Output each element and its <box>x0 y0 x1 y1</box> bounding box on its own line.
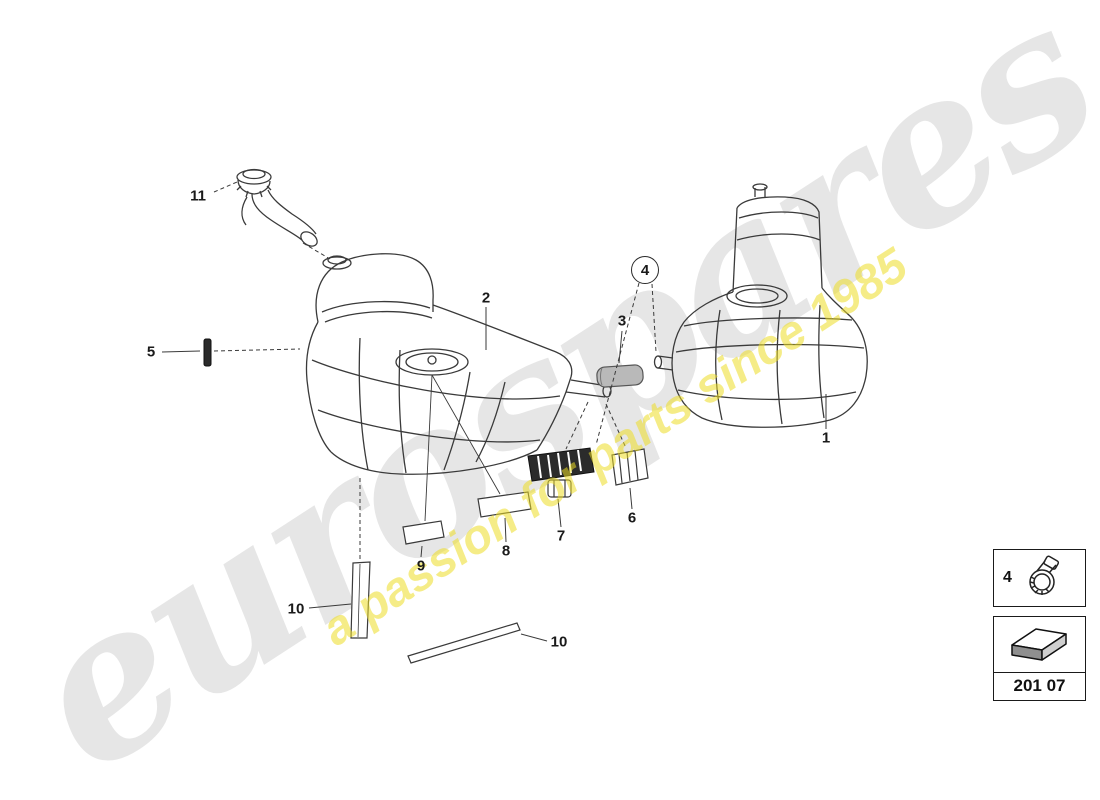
leader-lines <box>161 307 827 642</box>
seal-strip-part-9-drawing <box>402 520 445 545</box>
seal-strip-part-10-left-drawing <box>350 561 371 639</box>
slatted-heat-shield-drawing <box>527 447 595 482</box>
callout-8[interactable]: 8 <box>501 542 511 560</box>
callout-11[interactable]: 11 <box>190 187 206 205</box>
callout-7[interactable]: 7 <box>556 527 566 545</box>
legend-clamp-number: 4 <box>1003 569 1012 586</box>
fuel-tank-right-drawing <box>653 183 868 428</box>
direction-arrow-icon <box>994 617 1085 672</box>
seal-strip-part-8-drawing <box>477 491 532 518</box>
callout-10-left[interactable]: 10 <box>287 600 305 618</box>
grommet-part-5-drawing <box>203 338 212 367</box>
callout-10-bottom[interactable]: 10 <box>550 633 568 651</box>
callout-4-circled[interactable]: 4 <box>631 256 659 284</box>
callout-9[interactable]: 9 <box>416 557 426 575</box>
section-code: 201 07 <box>994 672 1085 700</box>
bracket-part-6-drawing <box>611 448 649 486</box>
hose-clamp-icon <box>1024 552 1064 605</box>
seal-strip-part-10-bottom-drawing <box>407 622 521 664</box>
callout-2[interactable]: 2 <box>481 289 491 307</box>
legend-section-box: 201 07 <box>993 616 1086 701</box>
clip-part-7-drawing <box>547 479 572 498</box>
legend-clamp-box: 4 <box>993 549 1086 607</box>
callout-6[interactable]: 6 <box>627 509 637 527</box>
fuel-tank-left-drawing <box>305 253 612 475</box>
callout-3[interactable]: 3 <box>617 312 627 330</box>
callout-1[interactable]: 1 <box>821 429 831 447</box>
callout-5[interactable]: 5 <box>146 343 156 361</box>
dashed-leader-lines <box>213 181 657 560</box>
filler-neck-drawing <box>236 168 318 247</box>
hose-part-3-drawing <box>596 364 644 388</box>
